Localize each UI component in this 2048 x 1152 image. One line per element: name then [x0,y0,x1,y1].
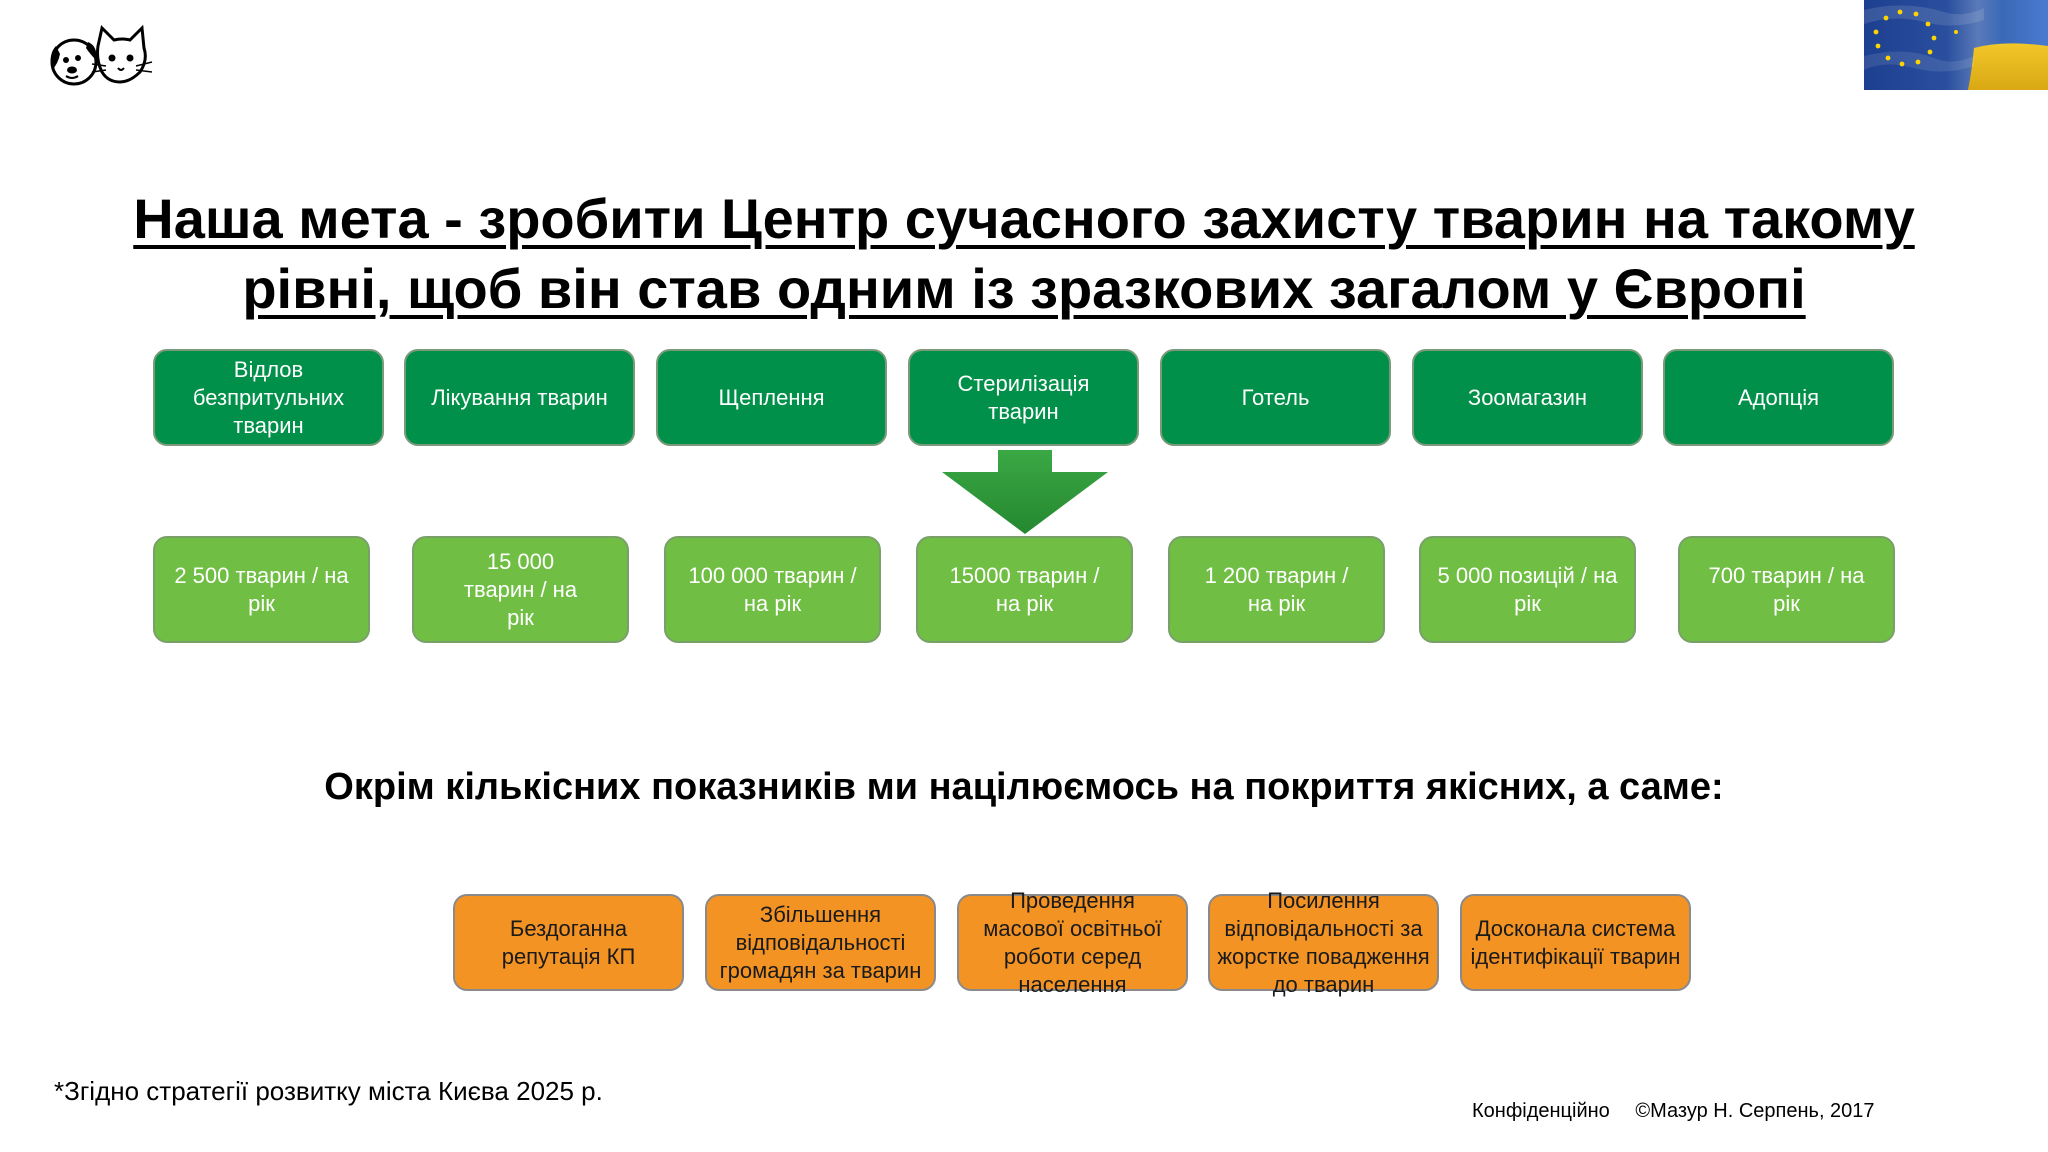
service-label: Зоомагазин [1467,384,1588,410]
title-line-2: рівні, щоб він став одним із зразкових з… [242,257,1806,320]
quality-label: Досконала система ідентифікації тварин [1470,915,1681,969]
target-box: 2 500 тварин / на рік [153,536,370,643]
quality-label: Посилення відповідальності за жорстке по… [1217,887,1430,997]
service-box-zoo-shop: Зоомагазин [1412,349,1643,446]
quality-box-reputation: Бездоганна репутація КП [453,894,684,991]
service-box-treatment: Лікування тварин [404,349,635,446]
page-title: Наша мета - зробити Центр сучасного захи… [40,184,2008,324]
footnote: *Згідно стратегії розвитку міста Києва 2… [54,1076,603,1106]
title-line-1: Наша мета - зробити Центр сучасного захи… [133,187,1915,250]
service-label: Лікування тварин [431,384,608,410]
footer-right: Конфіденційно ©Мазур Н. Серпень, 2017 [1472,1098,1875,1124]
service-label: Відлов безпритульних тварин [192,356,345,438]
service-box-sterilization: Стерилізація тварин [908,349,1139,446]
target-box: 100 000 тварин / на рік [664,536,881,643]
target-box: 700 тварин / на рік [1678,536,1895,643]
quality-box-responsibility: Збільшення відповідальності громадян за … [705,894,936,991]
down-arrow-icon [942,450,1108,534]
quality-box-education: Проведення масової освітньої роботи сере… [957,888,1188,997]
target-label: 100 000 тварин / на рік [688,562,857,616]
qualitative-subtitle: Окрім кількісних показників ми націлюємо… [324,766,1724,808]
quality-label: Проведення масової освітньої роботи сере… [983,887,1162,997]
target-label: 700 тварин / на рік [1708,562,1865,616]
dog-cat-logo-icon [50,24,153,86]
target-label: 15 000 тварин / на рік [463,548,578,630]
confidential-label: Конфіденційно [1472,1100,1610,1122]
quality-label: Бездоганна репутація КП [501,915,636,969]
target-label: 15000 тварин / на рік [949,562,1100,616]
target-box: 15000 тварин / на рік [916,536,1133,643]
target-box: 5 000 позицій / на рік [1419,536,1636,643]
service-label: Адопція [1737,384,1820,410]
target-box: 15 000 тварин / на рік [412,536,629,643]
quality-box-enforcement: Посилення відповідальності за жорстке по… [1208,888,1439,997]
copyright-label: ©Мазур Н. Серпень, 2017 [1635,1100,1875,1122]
target-box: 1 200 тварин / на рік [1168,536,1385,643]
service-box-hotel: Готель [1160,349,1391,446]
target-label: 1 200 тварин / на рік [1204,562,1349,616]
quality-box-identification: Досконала система ідентифікації тварин [1460,894,1691,991]
target-label: 2 500 тварин / на рік [174,562,349,616]
service-box-adoption: Адопція [1663,349,1894,446]
service-label: Стерилізація тварин [957,370,1090,424]
service-label: Щеплення [718,384,825,410]
service-box-capture: Відлов безпритульних тварин [153,349,384,446]
eu-ukraine-flag-icon [1864,0,2048,90]
service-label: Готель [1241,384,1310,410]
service-box-vaccination: Щеплення [656,349,887,446]
quality-label: Збільшення відповідальності громадян за … [719,901,922,983]
target-label: 5 000 позицій / на рік [1437,562,1618,616]
